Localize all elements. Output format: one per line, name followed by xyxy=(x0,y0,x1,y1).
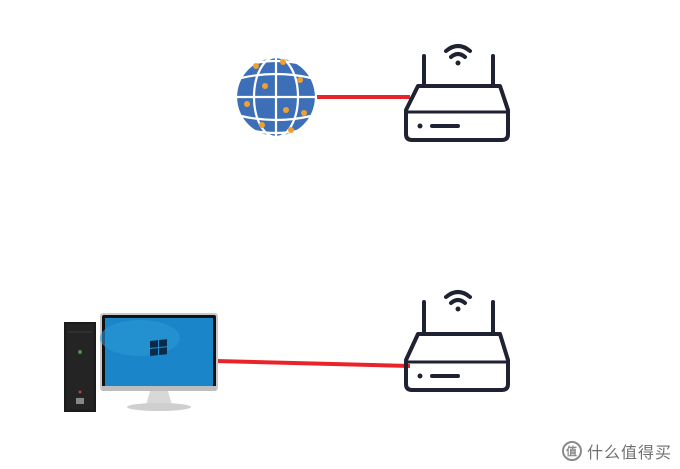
wifi-router-icon xyxy=(404,290,510,392)
brand-logo-icon: 值 xyxy=(561,441,582,461)
globe-icon xyxy=(234,55,318,139)
pc-tower xyxy=(64,322,96,412)
wifi-router-icon xyxy=(404,44,510,142)
windows-logo-icon xyxy=(150,339,167,356)
watermark: 值 什么值得买 xyxy=(561,439,672,463)
desktop-computer-icon xyxy=(64,313,218,412)
cable-computer-to-router xyxy=(215,359,411,368)
watermark-text: 什么值得买 xyxy=(586,443,672,462)
pc-monitor xyxy=(100,313,218,411)
